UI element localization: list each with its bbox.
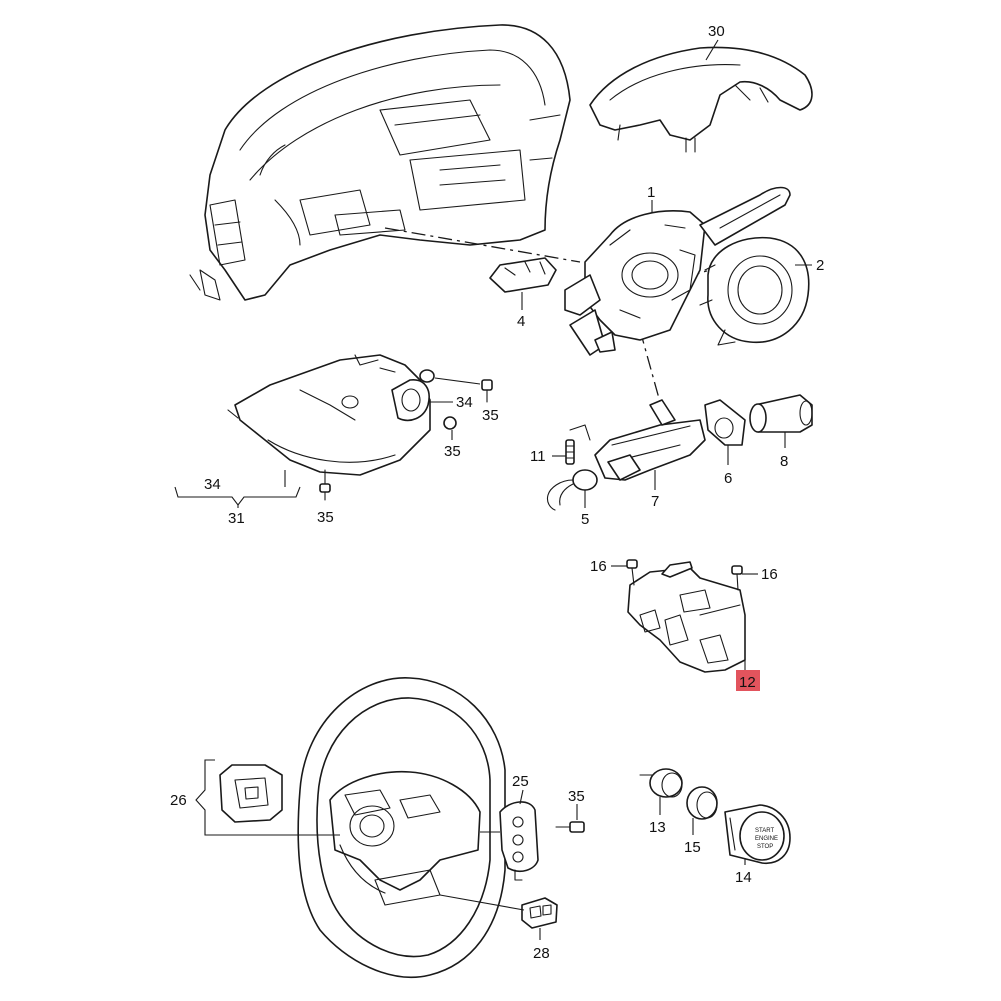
part-28-switch [521, 897, 558, 929]
label-11: 11 [530, 448, 546, 465]
part-14-start-button: START ENGINE STOP [724, 804, 791, 864]
label-12: 12 [739, 674, 756, 691]
start-button-text-1: START [755, 828, 774, 834]
label-5: 5 [581, 511, 589, 528]
part-13-trim-ring [639, 768, 683, 798]
label-25: 25 [512, 773, 529, 790]
label-16a: 16 [590, 558, 607, 575]
bracket-26 [195, 759, 215, 836]
part-30-column-cover [589, 46, 813, 153]
clip-upper [419, 369, 435, 383]
part-11-bolt [552, 439, 575, 465]
dashboard-frame [189, 24, 571, 301]
label-4: 4 [517, 313, 525, 330]
label-15: 15 [684, 839, 701, 856]
start-button-text-2: ENGINE [755, 836, 778, 842]
label-14: 14 [735, 869, 752, 886]
label-13: 13 [649, 819, 666, 836]
label-35a: 35 [482, 407, 499, 424]
label-6: 6 [724, 470, 732, 487]
start-button-text-3: STOP [757, 844, 773, 850]
part-8-ignition-barrel [749, 394, 813, 433]
label-35d: 35 [568, 788, 585, 805]
label-1: 1 [647, 184, 655, 201]
label-12-highlight [736, 670, 760, 691]
label-34a: 34 [456, 394, 473, 411]
label-31: 31 [228, 510, 245, 527]
label-35b: 35 [444, 443, 461, 460]
label-28: 28 [533, 945, 550, 962]
clip-lower [443, 416, 457, 430]
screw-16b [731, 565, 743, 591]
label-8: 8 [780, 453, 788, 470]
part-26-switch-module [219, 764, 283, 823]
part-6-bracket [704, 399, 746, 446]
assembly-axis-line-3 [639, 329, 666, 421]
bracket-31 [174, 486, 301, 506]
part-12-control-module [627, 561, 746, 673]
part-7-lock-housing [569, 399, 706, 481]
label-7: 7 [651, 493, 659, 510]
part-25-steering-buttons [499, 801, 539, 881]
label-26: 26 [170, 792, 187, 809]
part-1-combination-switch [564, 186, 791, 356]
part-15-trim-ring [686, 786, 718, 820]
label-34b: 34 [204, 476, 221, 493]
screw-35d [555, 821, 585, 833]
part-4-bracket [489, 257, 557, 293]
part-2-clock-spring [699, 236, 810, 346]
screw-35a [481, 379, 493, 403]
screw-35c [319, 469, 331, 501]
label-35c: 35 [317, 509, 334, 526]
part-34-lower-trim [227, 354, 431, 476]
label-30: 30 [708, 23, 725, 40]
assembly-axis-line-1 [384, 227, 581, 263]
label-2: 2 [816, 257, 824, 274]
label-16b: 16 [761, 566, 778, 583]
part-5-sensor [546, 469, 598, 511]
steering-wheel [297, 677, 506, 979]
screw-16a [626, 559, 638, 586]
